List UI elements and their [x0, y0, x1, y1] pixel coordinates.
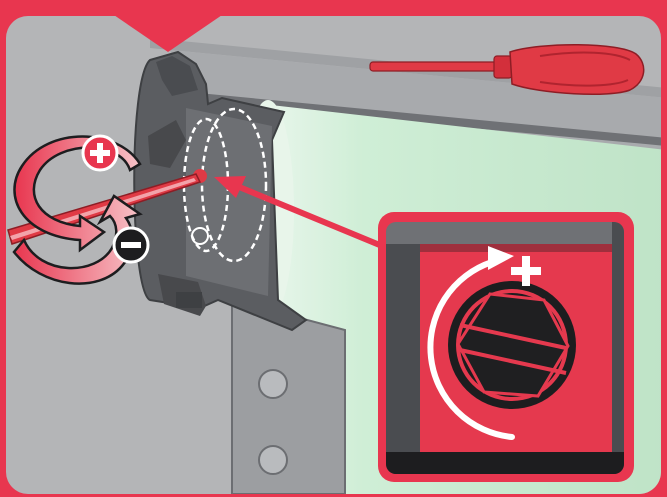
bracket-hole-2: [259, 446, 287, 474]
inset-top-rail: [386, 222, 624, 244]
end-cap-grip: [176, 292, 202, 308]
inset-bottom-bar: [386, 452, 624, 474]
circle-plus-icon: [83, 136, 117, 170]
circle-minus-icon: [114, 228, 148, 262]
inset-left-rail: [386, 244, 420, 474]
inset-right-rail: [612, 222, 624, 474]
bracket-hole-1: [259, 370, 287, 398]
inset-top-shadow: [420, 244, 612, 252]
detail-inset: [378, 212, 634, 482]
hex-adjustment-screw-icon: [448, 281, 576, 409]
